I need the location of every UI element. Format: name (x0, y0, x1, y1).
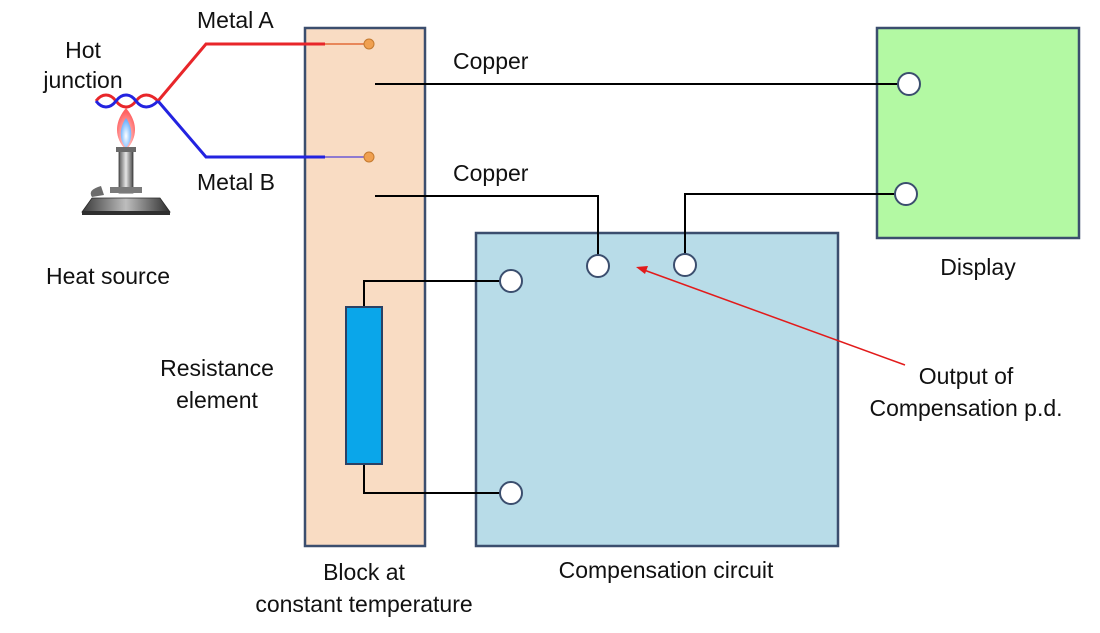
heat-source-label: Heat source (46, 263, 170, 289)
output-annotation-arrow (636, 266, 906, 366)
resistance-element (345, 306, 383, 465)
metal-b-wire (156, 100, 325, 159)
block-label-2: constant temperature (255, 591, 472, 617)
compensation-input-terminal-top (499, 269, 523, 293)
block-label: Block at (323, 559, 405, 585)
metal-b-label: Metal B (197, 169, 275, 195)
metal-a-label: Metal A (197, 7, 274, 33)
metal-b-terminal (363, 151, 375, 163)
compensation-input-terminal-bottom (499, 481, 523, 505)
metal-a-wire (156, 42, 325, 102)
display-terminal-bottom (894, 182, 918, 206)
compensation-circuit-label: Compensation circuit (559, 557, 774, 583)
output-label-2: Compensation p.d. (869, 395, 1062, 421)
copper-top-label: Copper (453, 48, 529, 74)
compensation-output-terminal-2 (673, 253, 697, 277)
hot-junction-label: Hot (65, 37, 101, 63)
hot-junction-label-2: junction (42, 67, 122, 93)
bunsen-burner-icon (81, 108, 171, 215)
copper-bottom-label: Copper (453, 160, 529, 186)
hot-junction-twist (94, 93, 160, 109)
compensation-circuit-box (474, 231, 840, 548)
display-box (875, 26, 1081, 240)
compensation-to-display-wire (684, 193, 906, 265)
metal-a-terminal (363, 38, 375, 50)
resistor-wire-top (363, 280, 511, 307)
display-label: Display (940, 254, 1016, 280)
resistance-element-label: Resistance (160, 355, 274, 381)
resistance-element-label-2: element (176, 387, 258, 413)
compensation-output-terminal-1 (586, 254, 610, 278)
display-terminal-top (897, 72, 921, 96)
resistor-wire-bottom (363, 464, 511, 494)
output-label: Output of (919, 363, 1014, 389)
copper-wire-bottom (375, 195, 599, 266)
